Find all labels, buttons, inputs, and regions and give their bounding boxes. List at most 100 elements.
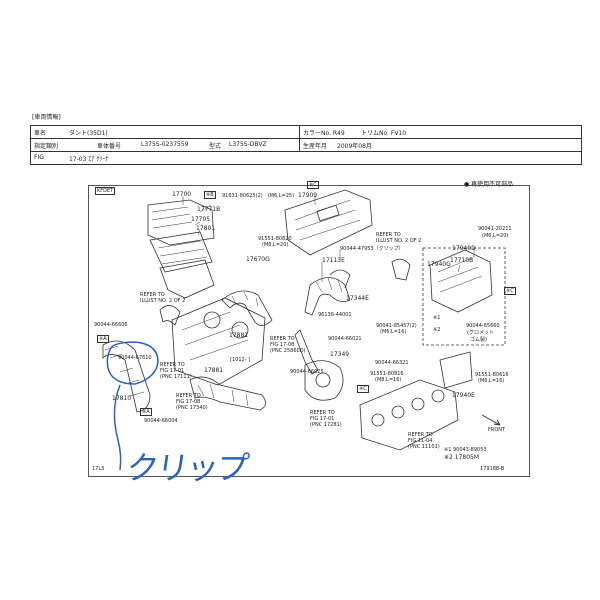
label-90041-85457-spec: (M6,L=16) — [380, 329, 407, 335]
label-17710b: 17710B — [450, 257, 474, 264]
label-model: 型式 — [209, 143, 222, 150]
label-91551-80816-spec: (M8,L=16) — [375, 377, 402, 383]
label-17805m: ※2 17805M — [444, 454, 480, 461]
label-s2: ※2 — [433, 327, 441, 333]
label-17113e: 17113E — [322, 257, 345, 264]
label-s1: ※1 — [433, 315, 441, 321]
label-90044-47953: 90044-47953（クリップ） — [340, 246, 404, 252]
refer-1104: REFER TO — [408, 432, 433, 438]
label-91551-spec: (M8,L=20) — [262, 242, 289, 248]
label-fig: FIG — [34, 154, 44, 161]
label-17349: 17349 — [330, 351, 350, 358]
tag-c3: ※C — [357, 385, 369, 393]
refer-1708a-pnc: (PNC 17340) — [176, 405, 208, 411]
refer-1708b: REFER TO — [270, 336, 295, 342]
label-17705: 17705 — [191, 216, 211, 223]
label-91551-80816: 91551-80816 — [370, 371, 404, 377]
pipe-17349 — [294, 329, 319, 375]
refer-1104-pnc: (PNC 11101) — [408, 444, 440, 450]
label-91551-80616: 91551-80616 — [475, 372, 509, 378]
tag-c1: ※C — [307, 181, 319, 189]
vehicle-info-table: 車名 タント(35D1) カラーNo. R49 トリムNo. FV10 指定類別… — [30, 125, 582, 165]
turbocharger — [304, 360, 344, 401]
refer-1701a-pnc: (PNC 17111) — [160, 374, 192, 380]
air-cleaner-cover — [147, 199, 215, 246]
refer-1701b-pnc: (PNC 17281) — [310, 422, 342, 428]
engine-cover-17909 — [284, 189, 373, 256]
refer-1701b-fig: FIG 17-01 — [310, 416, 335, 422]
label-91551-80820: 91551-80820 — [258, 236, 292, 242]
tag-a1: ※A — [97, 335, 109, 343]
label-90044-66606: 90044-66606 — [94, 322, 128, 328]
label-90044-66021: 90044-66021 — [328, 336, 362, 342]
label-17940d: 17940D — [452, 245, 476, 252]
refer-illust-2: REFER TO — [140, 292, 165, 298]
handwritten-note: クリップ — [124, 449, 250, 487]
tag-c2: ※C — [504, 287, 516, 295]
refer-illust-1b: ILLUST NO. 2 OF 2 — [376, 238, 422, 244]
section-title: [車両情報] — [32, 114, 61, 121]
refer-1701b: REFER TO — [310, 410, 335, 416]
refer-1701a-fig: FIG 17-01 — [160, 368, 185, 374]
label-17940g: 17940G — [427, 261, 451, 268]
label-type: 指定類別 — [34, 143, 59, 150]
label-90044-66004: 90044-66004 — [144, 418, 178, 424]
label-color: カラーNo. R49 — [303, 130, 345, 137]
label-91551-80616-spec: (M6,L=16) — [478, 378, 505, 384]
footer-left: 17L3 — [92, 466, 105, 472]
vehicle-name: タント(35D1) — [69, 130, 108, 137]
row-type: 指定類別 車体番号 L375S-0237559 型式 L375S-DBVZ 生産… — [31, 139, 581, 152]
diagram-frame — [88, 185, 530, 477]
label-grommet: (グロメット — [467, 330, 494, 336]
frame-number: L375S-0237559 — [141, 141, 189, 148]
label-name: 車名 — [34, 130, 47, 137]
label-90041-spec: (M6,L=20) — [482, 233, 509, 239]
front-label: FRONT — [488, 427, 506, 433]
label-17771b: 17771B — [197, 206, 221, 213]
label-90043-89053: ※1 90043-89053 — [444, 447, 487, 453]
legend-non-reusable: ● 再使用不可部品 — [464, 181, 514, 188]
label-17700: 17700 — [172, 191, 192, 198]
refer-1708a-fig: FIG 17-08 — [176, 399, 201, 405]
air-filter — [149, 231, 213, 273]
footer-right: 179188-B — [480, 466, 505, 472]
cylinder-head — [359, 379, 459, 451]
label-90044-66025: 90044-66025 — [290, 369, 324, 375]
bracket-17940e — [439, 351, 473, 389]
label-17810: 17810 — [112, 395, 132, 402]
production-date: 2009年08月 — [337, 143, 372, 150]
label-90044-67610: 90044-67610 — [118, 355, 152, 361]
air-cleaner-case — [159, 259, 215, 299]
refer-illust-1: REFER TO — [376, 232, 401, 238]
refer-1708a: REFER TO — [176, 393, 201, 399]
label-90041-85457: 90041-85457(2) — [376, 323, 417, 329]
refer-1701a: REFER TO — [160, 362, 185, 368]
label-90041-20211: 90041-20211 — [478, 226, 512, 232]
label-date: 生産年月 — [303, 143, 328, 150]
refer-1104-fig: FIG 11-04 — [408, 438, 433, 444]
hose-17113e — [304, 277, 351, 316]
hose-17670g — [221, 290, 273, 326]
label-17881-b: 17881 — [204, 367, 224, 374]
label-rubber: ゴム製) — [470, 337, 487, 343]
label-17344e: 17344E — [346, 295, 369, 302]
label-17909: 17909 — [298, 192, 318, 199]
tag-b1: ※B — [204, 191, 216, 199]
label-17670g: 17670G — [246, 256, 270, 263]
label-trim: トリムNo. FV10 — [361, 130, 407, 137]
label-17940e: 17940E — [452, 392, 475, 399]
tag-a2: ※A — [140, 408, 152, 416]
fig-tag: KFDET — [95, 187, 116, 195]
refer-1708b-pnc: (PNC 25860D) — [270, 348, 306, 354]
duct-17881 — [189, 376, 266, 411]
refer-1708b-fig: FIG 17-08 — [270, 342, 295, 348]
handwritten-circle-annotation — [106, 341, 159, 471]
hose-17810 — [102, 340, 151, 413]
intercooler-17940d — [429, 249, 493, 313]
fig-name: 17-03 ｴｱ ｸﾘｰﾅ — [69, 156, 109, 163]
model-code: L375S-DBVZ — [229, 141, 267, 148]
label-90044-65660: 90044-65660 — [466, 323, 500, 329]
label-17801: 17801 — [196, 225, 216, 232]
